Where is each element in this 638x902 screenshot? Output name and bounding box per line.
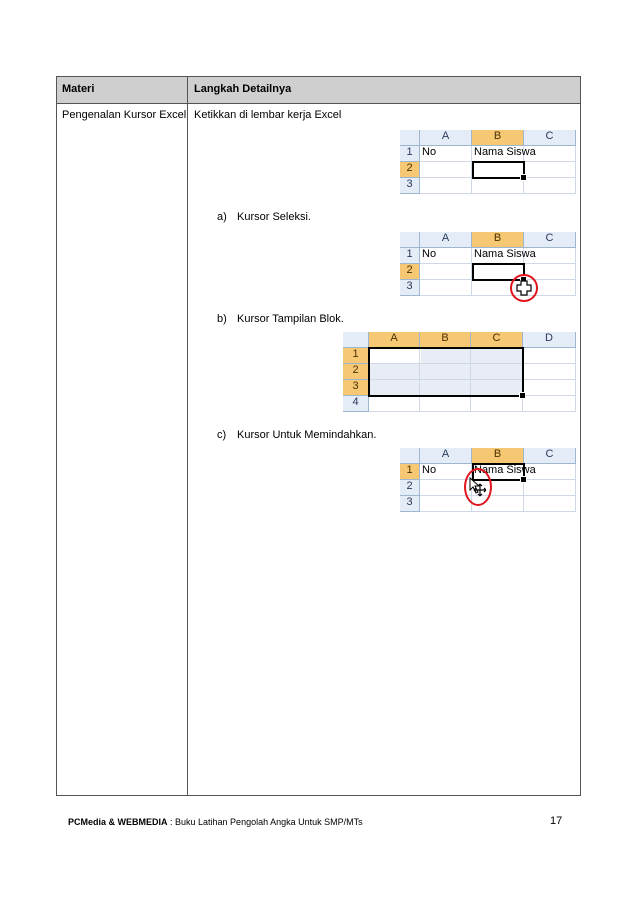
- cell-c2: [524, 480, 576, 496]
- row-header-3: 3: [400, 280, 420, 296]
- footer-title: : Buku Latihan Pengolah Angka Untuk SMP/…: [167, 817, 363, 827]
- row-header-2: 2: [400, 264, 420, 280]
- materi-topic: Pengenalan Kursor Excel: [62, 109, 187, 121]
- cell-b2: [472, 480, 524, 496]
- table-header-row: [57, 77, 580, 104]
- row-header-2: 2: [400, 162, 420, 178]
- cell-c1: [524, 464, 576, 480]
- fill-handle: [520, 174, 527, 181]
- cell-a3: [420, 178, 472, 194]
- content-table: Materi Langkah Detailnya Pengenalan Kurs…: [56, 76, 581, 796]
- corner-cell: [400, 130, 420, 146]
- col-header-a: A: [420, 232, 472, 248]
- col-header-b: B: [472, 130, 524, 146]
- row-header-3: 3: [343, 380, 369, 396]
- cell-b1: Nama Siswa: [472, 146, 536, 162]
- cell-a2: [420, 264, 472, 280]
- cell-b3: [472, 178, 524, 194]
- excel-sheet-block-view: A B C D 1 2 3 4: [343, 332, 576, 412]
- cell-b1: [420, 348, 471, 364]
- cell-a1: No: [420, 464, 472, 480]
- cell-c3: [524, 496, 576, 512]
- row-header-1: 1: [400, 146, 420, 162]
- row-header-1: 1: [400, 248, 420, 264]
- cell-b1: Nama Siswa: [472, 248, 536, 264]
- step-c: c) Kursor Untuk Memindahkan.: [217, 429, 376, 441]
- col-header-c: C: [471, 332, 523, 348]
- cell-a4: [369, 396, 420, 412]
- cell-a1: No: [420, 248, 472, 264]
- cell-c2: [524, 162, 576, 178]
- cell-c1: [524, 248, 576, 264]
- cell-c2: [524, 264, 576, 280]
- cell-b3: [472, 496, 524, 512]
- column-divider: [187, 77, 188, 795]
- col-header-b: B: [472, 448, 524, 464]
- step-a-text: Kursor Seleksi.: [237, 211, 311, 223]
- white-cross-cursor-icon: [516, 280, 532, 296]
- highlight-ring: [510, 274, 538, 302]
- four-arrow-move-cursor-icon: [469, 476, 486, 497]
- step-a: a) Kursor Seleksi.: [217, 211, 311, 223]
- excel-sheet-intro: A B C 1 2 3 No Nama Siswa: [400, 130, 576, 194]
- corner-cell: [400, 448, 420, 464]
- footer-brand: PCMedia & WEBMEDIA: [68, 817, 168, 827]
- highlight-ring: [464, 468, 492, 506]
- step-b: b) Kursor Tampilan Blok.: [217, 313, 344, 325]
- cell-a3: [420, 496, 472, 512]
- header-langkah: Langkah Detailnya: [194, 83, 292, 95]
- corner-cell: [400, 232, 420, 248]
- cell-a1: No: [420, 146, 472, 162]
- block-selection-box: [368, 347, 526, 399]
- page-number: 17: [550, 815, 563, 827]
- row-header-3: 3: [400, 496, 420, 512]
- cell-d3: [523, 380, 576, 396]
- cell-a1: [369, 348, 420, 364]
- intro-text: Ketikkan di lembar kerja Excel: [194, 109, 342, 121]
- col-header-d: D: [523, 332, 576, 348]
- step-c-text: Kursor Untuk Memindahkan.: [237, 429, 377, 441]
- row-header-2: 2: [343, 364, 369, 380]
- col-header-b: B: [472, 232, 524, 248]
- excel-sheet-move-cursor: A B C 1 2 3 No Nama Siswa: [400, 448, 576, 512]
- row-header-1: 1: [400, 464, 420, 480]
- col-header-c: C: [524, 130, 576, 146]
- corner-cell: [343, 332, 369, 348]
- step-b-label: b): [217, 313, 227, 325]
- cell-d4: [523, 396, 576, 412]
- col-header-a: A: [369, 332, 420, 348]
- col-header-c: C: [524, 448, 576, 464]
- row-header-4: 4: [343, 396, 369, 412]
- col-header-c: C: [524, 232, 576, 248]
- cell-b4: [420, 396, 471, 412]
- row-header-2: 2: [400, 480, 420, 496]
- col-header-b: B: [420, 332, 471, 348]
- selection-box: [472, 161, 527, 181]
- header-materi: Materi: [62, 83, 95, 95]
- page-footer: PCMedia & WEBMEDIA : Buku Latihan Pengol…: [68, 817, 363, 827]
- cell-b2: [420, 364, 471, 380]
- cell-c1: [524, 146, 576, 162]
- cell-d2: [523, 364, 576, 380]
- cell-d1: [523, 348, 576, 364]
- step-c-label: c): [217, 429, 227, 441]
- fill-handle: [519, 392, 526, 399]
- col-header-a: A: [420, 130, 472, 146]
- cell-c3: [524, 280, 576, 296]
- block-highlight: [421, 348, 523, 396]
- excel-sheet-selection-cursor: A B C 1 2 3 No Nama Siswa: [400, 232, 576, 302]
- cell-c3: [524, 178, 576, 194]
- cell-a2: [369, 364, 420, 380]
- row-header-1: 1: [343, 348, 369, 364]
- cell-a3: [420, 280, 472, 296]
- cell-a2: [420, 162, 472, 178]
- step-a-label: a): [217, 211, 227, 223]
- step-b-text: Kursor Tampilan Blok.: [237, 313, 344, 325]
- fill-handle: [520, 476, 527, 483]
- block-highlight-lower: [369, 364, 421, 396]
- col-header-a: A: [420, 448, 472, 464]
- cell-c4: [471, 396, 523, 412]
- row-header-3: 3: [400, 178, 420, 194]
